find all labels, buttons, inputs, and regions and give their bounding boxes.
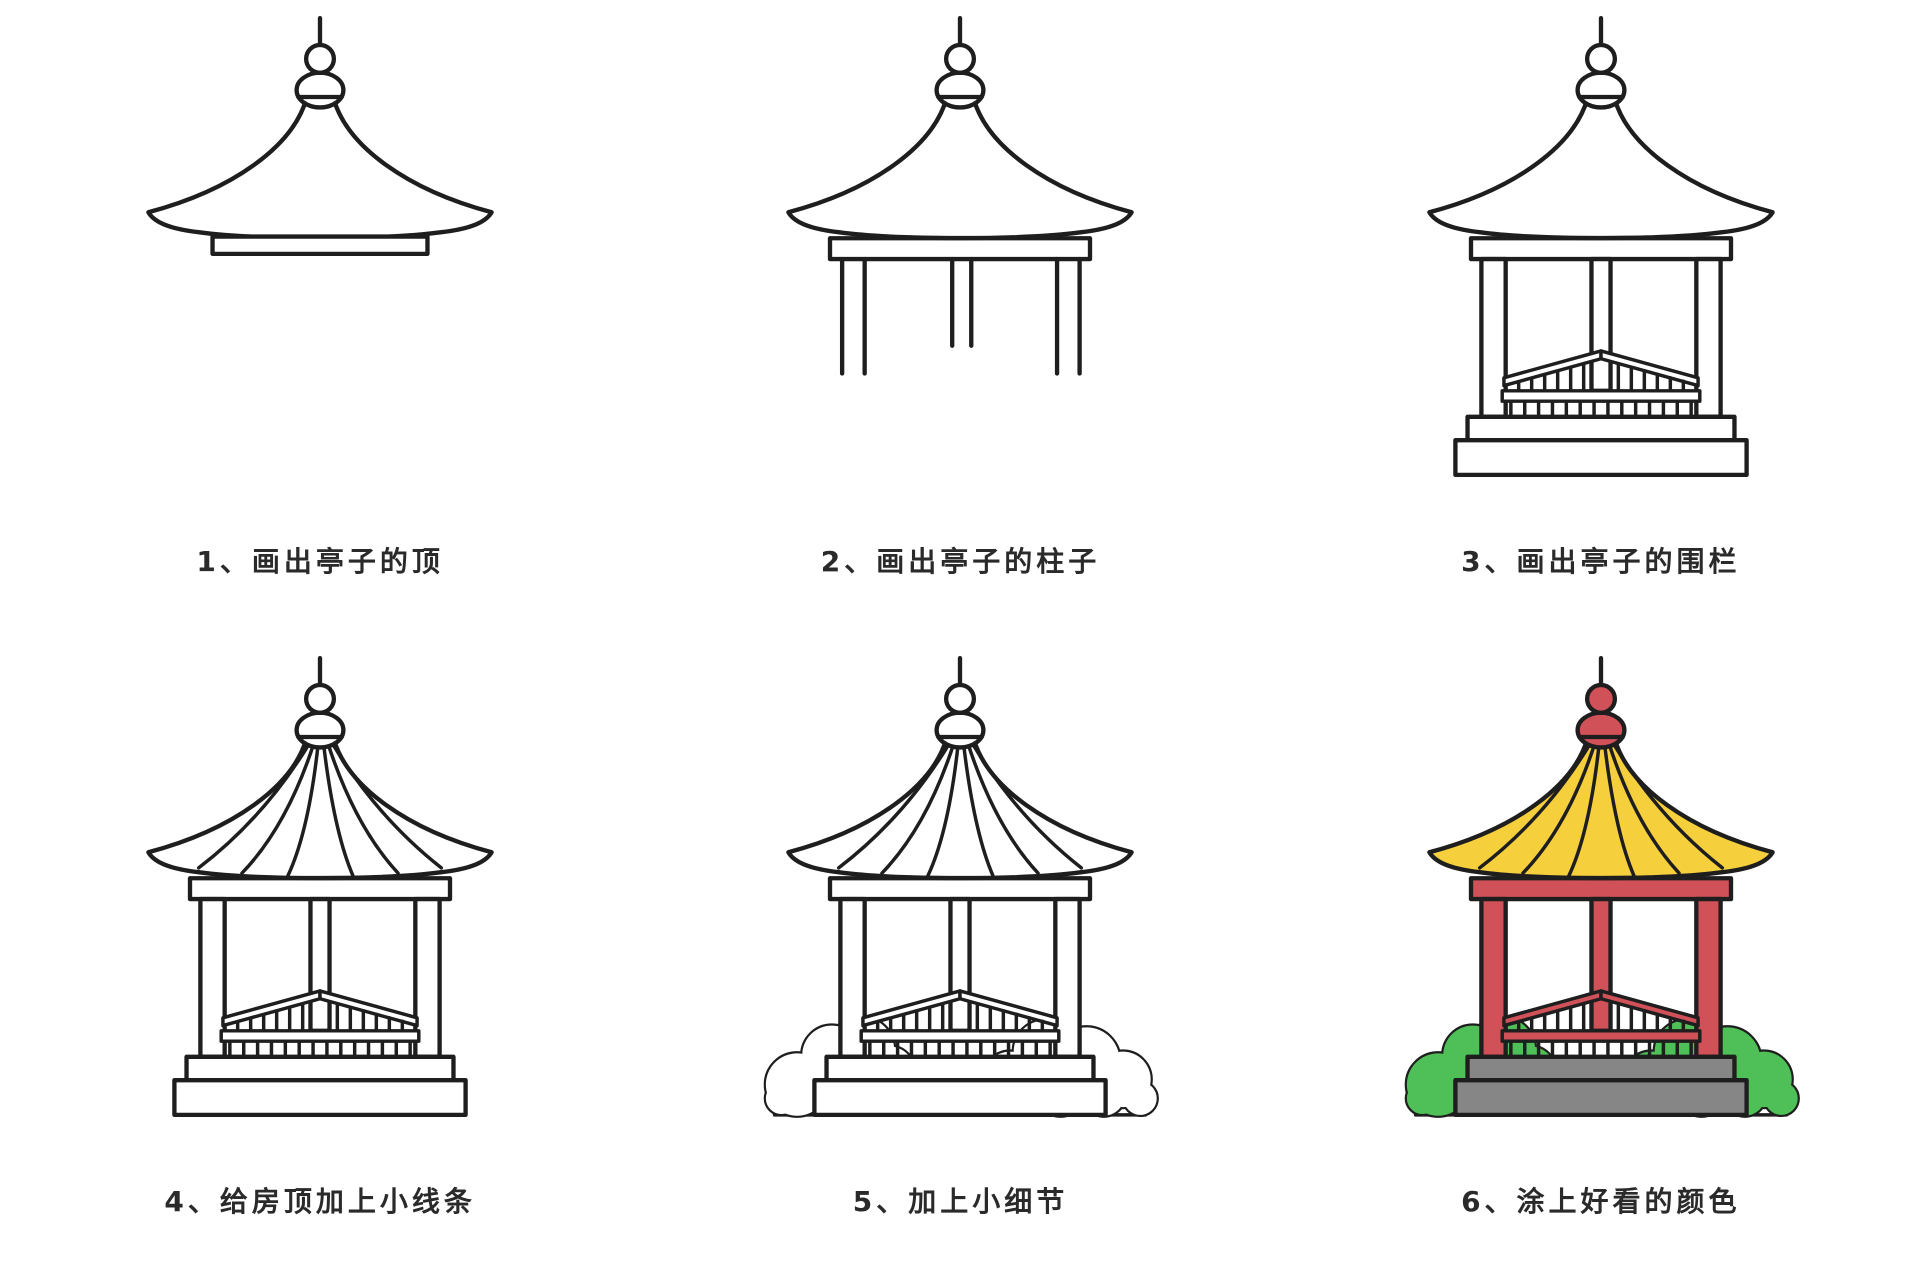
step-1-drawing [112,6,528,526]
step-3-caption: 3、画出亭子的围栏 [1461,545,1741,578]
step-3-drawing [1393,6,1809,526]
step-5-panel: 5、加上小细节 [640,640,1280,1280]
step-6-caption: 6、涂上好看的颜色 [1461,1185,1741,1218]
step-4-drawing [112,646,528,1166]
step-3-panel: 3、画出亭子的围栏 [1281,0,1921,640]
step-2-drawing [752,6,1168,526]
step-2-caption: 2、画出亭子的柱子 [820,545,1101,578]
step-4-panel: 4、给房顶加上小线条 [0,640,640,1280]
step-1-caption: 1、画出亭子的顶 [196,545,444,578]
step-6-panel: 6、涂上好看的颜色 [1281,640,1921,1280]
step-2-panel: 2、画出亭子的柱子 [640,0,1280,640]
step-6-drawing [1393,646,1809,1166]
step-4-caption: 4、给房顶加上小线条 [164,1185,476,1218]
step-5-caption: 5、加上小细节 [852,1185,1069,1218]
step-1-panel: 1、画出亭子的顶 [0,0,640,640]
step-5-drawing [752,646,1168,1166]
